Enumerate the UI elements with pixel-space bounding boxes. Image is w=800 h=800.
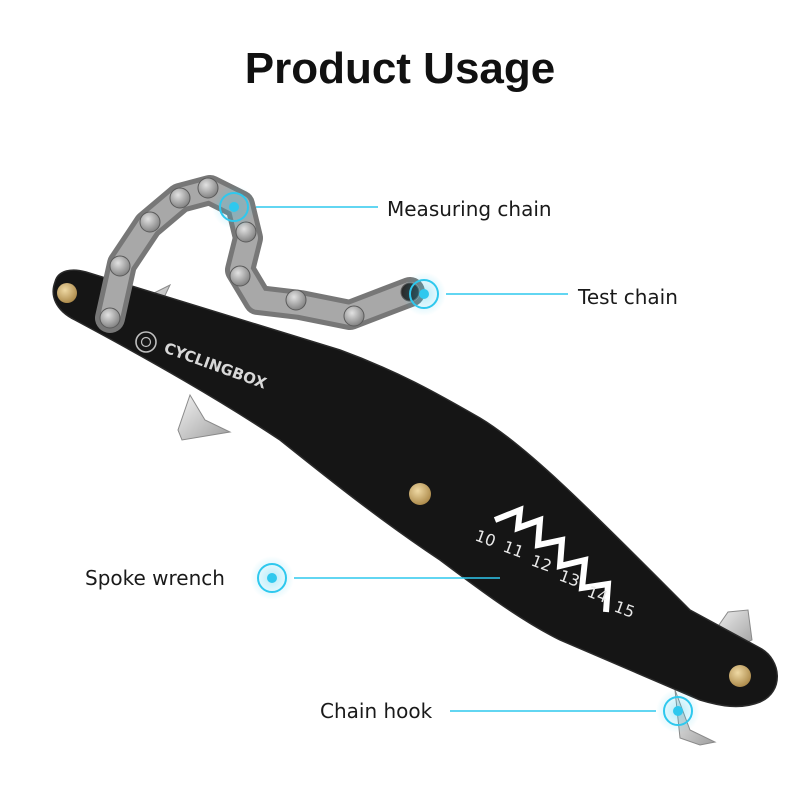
- chain-hook-label: Chain hook: [320, 699, 433, 723]
- target-circle-icon: [219, 192, 249, 222]
- target-circle-icon: [257, 563, 287, 593]
- chain-pin: [139, 211, 161, 233]
- page-title: Product Usage: [244, 44, 556, 93]
- callout-measuring-chain: [212, 185, 378, 229]
- chain-pin: [169, 187, 191, 209]
- rivets: [57, 283, 751, 687]
- target-circle-icon: [409, 279, 439, 309]
- test-chain-label: Test chain: [578, 285, 678, 309]
- rivet: [729, 665, 751, 687]
- cyclingbox-logo-icon: [135, 331, 157, 353]
- rivet: [409, 483, 431, 505]
- chain-pin: [229, 265, 251, 287]
- chain-pin: [197, 177, 219, 199]
- chain-pin: [285, 289, 307, 311]
- target-circle-icon: [663, 696, 693, 726]
- lower-hook: [177, 393, 232, 441]
- chain-pin: [343, 305, 365, 327]
- rivet: [57, 283, 77, 303]
- callout-spoke-wrench: [250, 556, 500, 600]
- callout-chain-hook: [450, 689, 700, 733]
- chain-pin: [99, 307, 121, 329]
- chain-pin: [109, 255, 131, 277]
- callout-test-chain: [402, 272, 568, 316]
- spoke-wrench-label: Spoke wrench: [85, 566, 225, 590]
- measuring-chain-label: Measuring chain: [387, 197, 552, 221]
